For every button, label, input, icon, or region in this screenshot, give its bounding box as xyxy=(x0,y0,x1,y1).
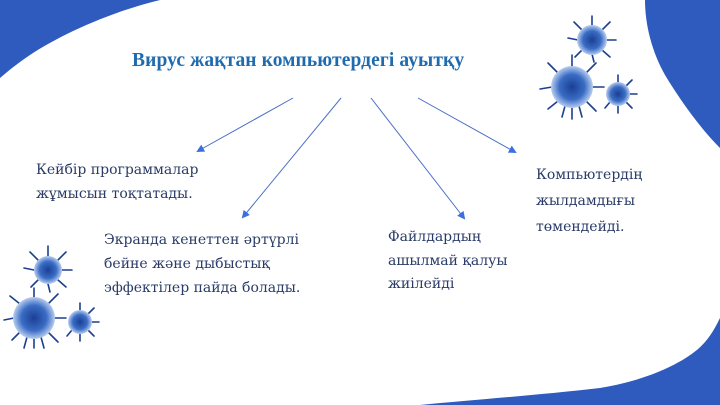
effect-line: жұмысын тоқтатады. xyxy=(36,186,193,202)
virus-cluster-icon xyxy=(3,245,100,349)
effect-screen-sound: Экранда кенеттен әртүрлі бейне және дыбы… xyxy=(104,228,300,300)
effect-files-not-open: Файлдардың ашылмай қалуы жиілейді xyxy=(388,226,508,297)
effect-line: бейне және дыбыстық xyxy=(104,256,270,272)
effect-programs-stop: Кейбір программалар жұмысын тоқтатады. xyxy=(36,158,198,206)
effect-line: ашылмай қалуы xyxy=(388,252,508,269)
effect-line: жиілейді xyxy=(388,276,455,292)
effect-line: Компьютердің xyxy=(536,167,643,183)
slide-title: Вирус жақтан компьютердегі ауытқу xyxy=(132,50,465,71)
effect-line: Кейбір программалар xyxy=(36,162,199,178)
effect-line: төмендейді. xyxy=(536,219,625,235)
bottom-right-swoosh xyxy=(420,318,720,405)
effect-speed-decreases: Компьютердің жылдамдығы төмендейді. xyxy=(536,162,642,240)
effect-line: жылдамдығы xyxy=(536,193,636,209)
right-swoosh xyxy=(645,0,720,148)
effect-line: Экранда кенеттен әртүрлі xyxy=(104,232,299,248)
effect-line: Файлдардың xyxy=(388,229,481,245)
effect-line: эффектілер пайда болады. xyxy=(104,280,301,296)
top-left-swoosh xyxy=(0,0,160,78)
virus-cluster-icon xyxy=(539,15,638,120)
